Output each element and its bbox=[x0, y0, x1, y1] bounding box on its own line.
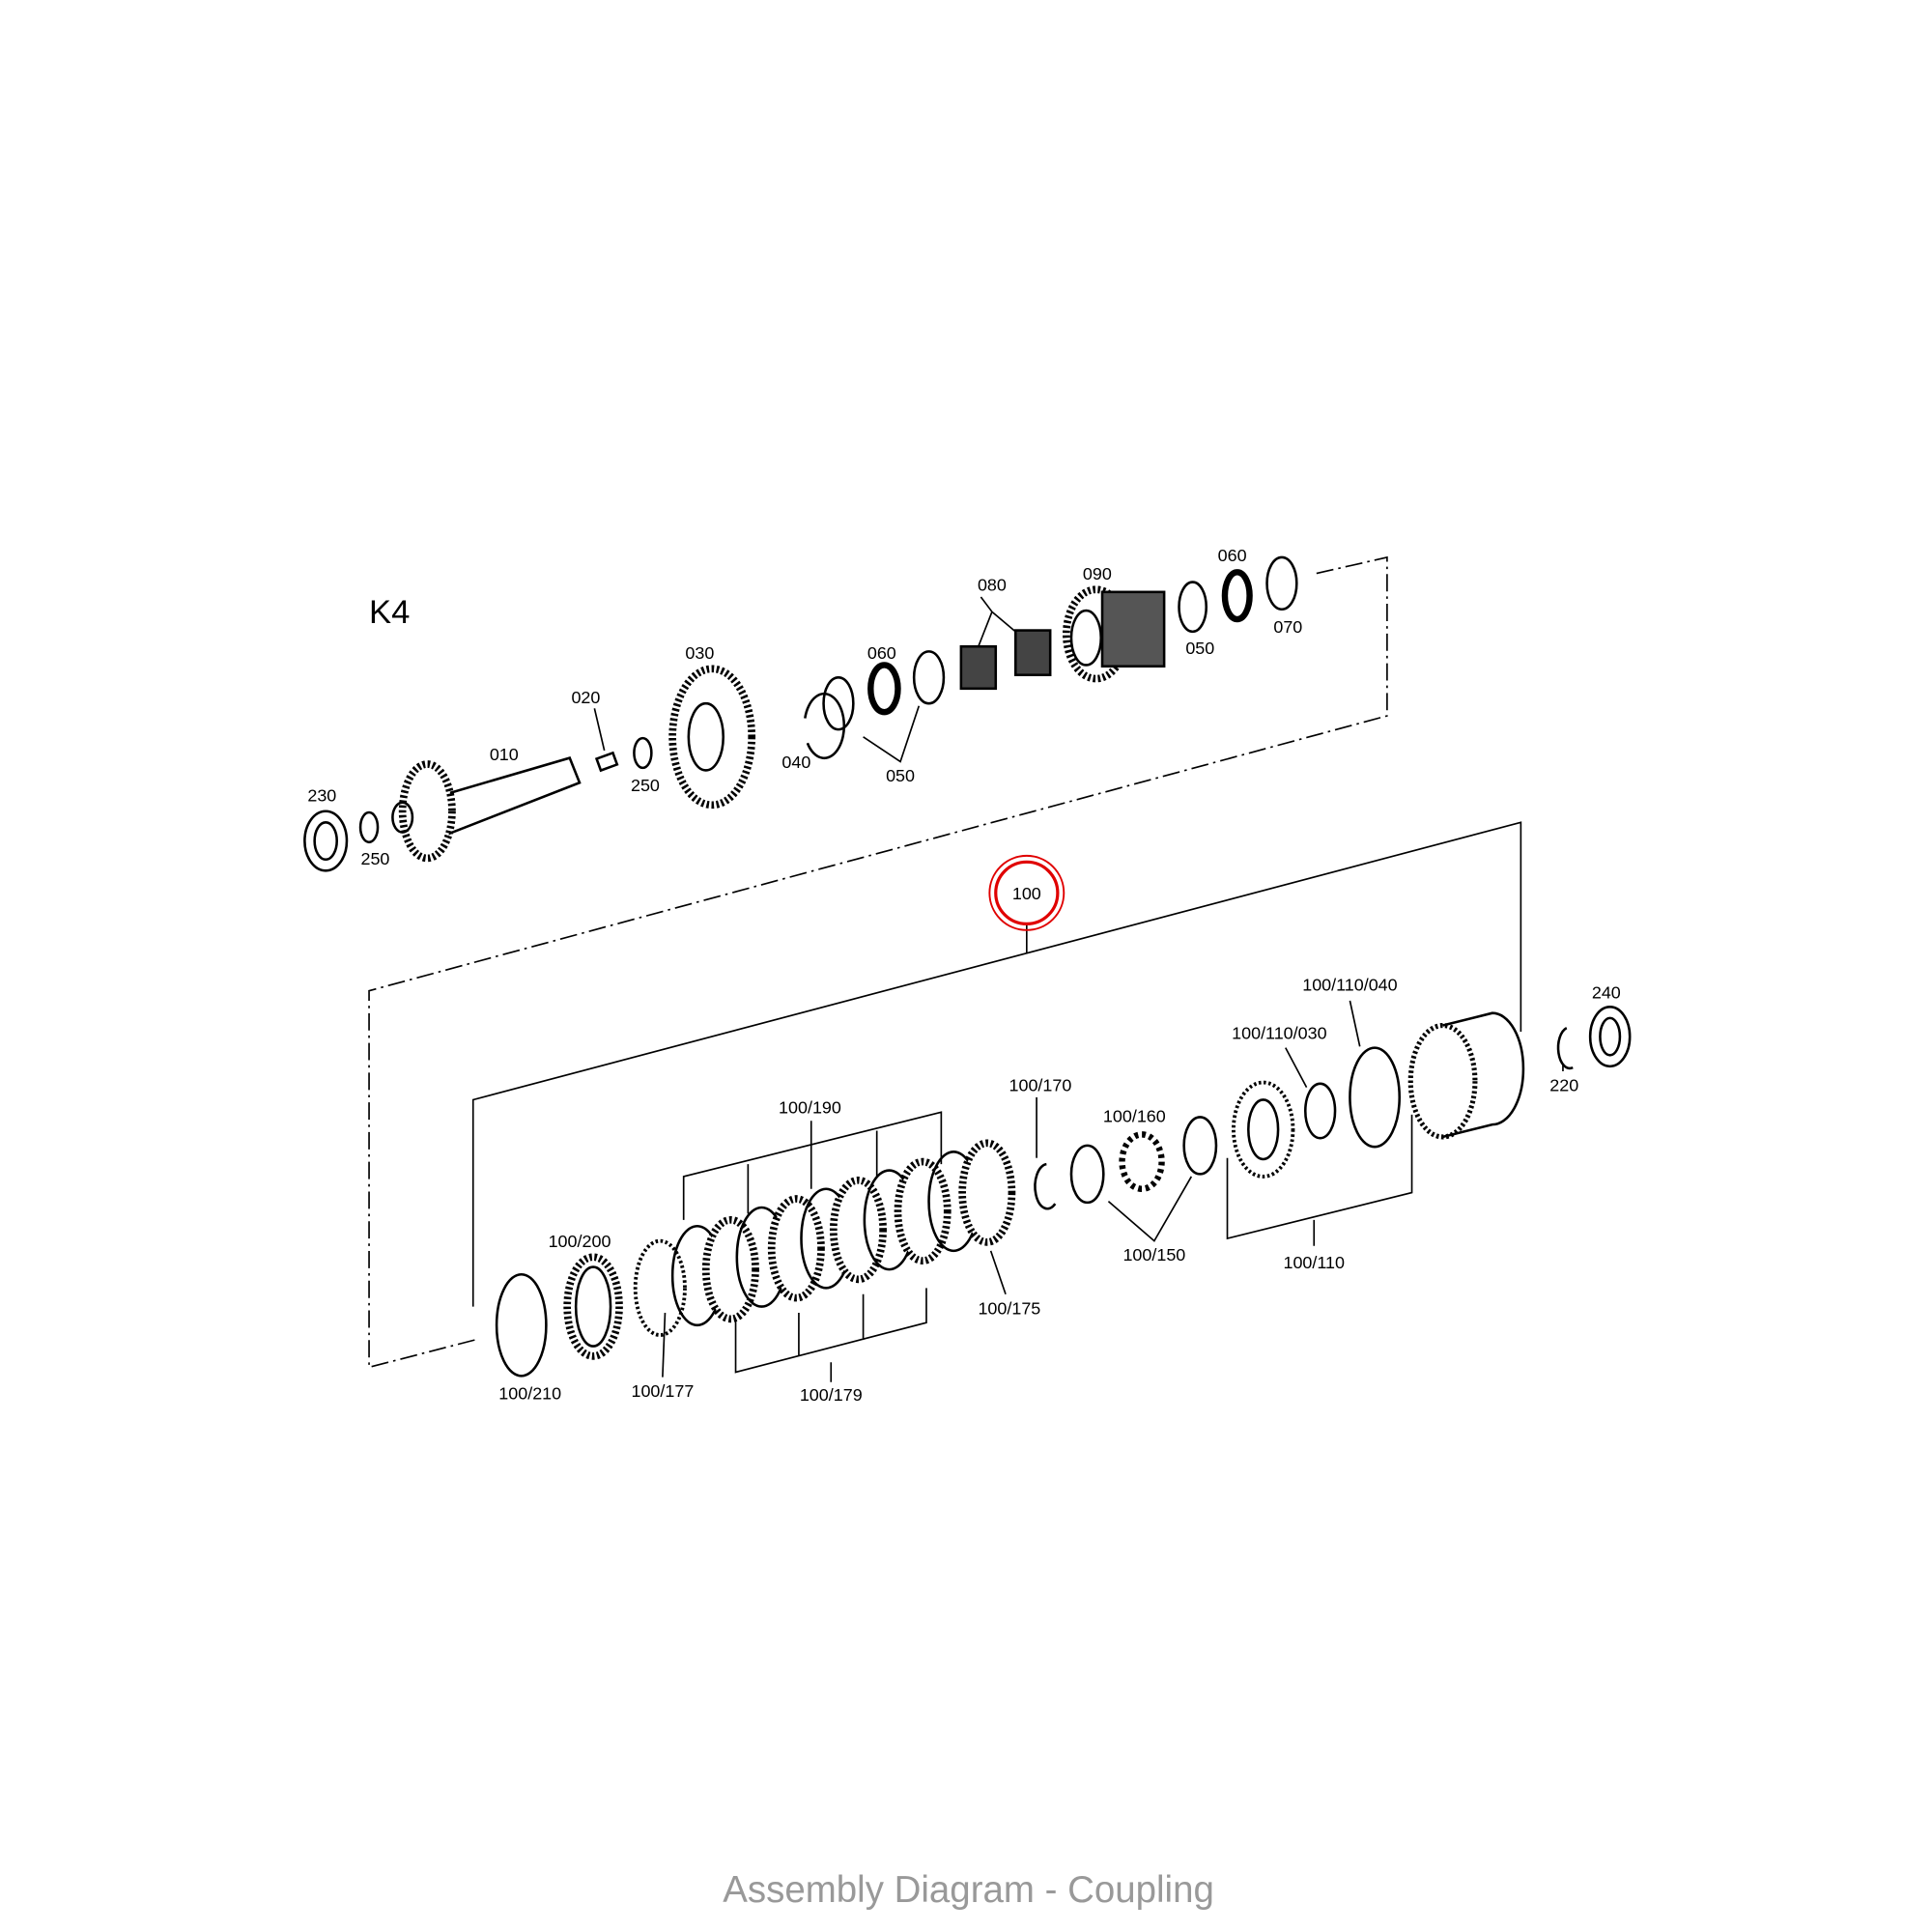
part-label[interactable]: 010 bbox=[490, 745, 519, 764]
highlighted-part-marker[interactable]: 100 bbox=[988, 854, 1065, 931]
shaft-assembly bbox=[303, 555, 1298, 872]
coupling-assembly bbox=[495, 1006, 1632, 1378]
part-label[interactable]: 050 bbox=[886, 766, 915, 785]
part-label[interactable]: 100/175 bbox=[978, 1298, 1040, 1318]
diagram-caption: Assembly Diagram - Coupling bbox=[723, 1869, 1214, 1911]
group-label: K4 bbox=[369, 594, 410, 631]
part-label[interactable]: 250 bbox=[631, 776, 660, 795]
part-label[interactable]: 240 bbox=[1592, 982, 1621, 1002]
part-label[interactable]: 070 bbox=[1273, 617, 1302, 637]
upper-group-boundary bbox=[368, 555, 1388, 1369]
part-label[interactable]: 050 bbox=[1185, 639, 1214, 658]
part-label[interactable]: 100/177 bbox=[631, 1381, 694, 1401]
subassembly-100-bracket bbox=[471, 821, 1522, 1307]
part-label[interactable]: 040 bbox=[781, 753, 810, 772]
part-label[interactable]: 080 bbox=[978, 576, 1007, 595]
part-label[interactable]: 090 bbox=[1083, 564, 1112, 583]
part-label[interactable]: 100/179 bbox=[800, 1385, 863, 1405]
part-label[interactable]: 100/160 bbox=[1103, 1107, 1166, 1126]
part-label[interactable]: 100/210 bbox=[498, 1384, 561, 1404]
part-label[interactable]: 030 bbox=[685, 643, 714, 663]
part-label[interactable]: 250 bbox=[360, 849, 389, 868]
part-label[interactable]: 100/110 bbox=[1283, 1253, 1345, 1272]
part-label[interactable]: 230 bbox=[307, 785, 336, 805]
part-label[interactable]: 100/110/040 bbox=[1302, 976, 1397, 995]
part-label[interactable]: 060 bbox=[867, 643, 896, 663]
part-label[interactable]: 100/110/030 bbox=[1232, 1024, 1326, 1043]
leader-lines bbox=[593, 596, 1564, 1382]
part-label-100[interactable]: 100 bbox=[1012, 884, 1041, 903]
part-label[interactable]: 220 bbox=[1549, 1075, 1578, 1094]
part-label[interactable]: 100/170 bbox=[1009, 1075, 1072, 1094]
part-label[interactable]: 060 bbox=[1218, 546, 1247, 565]
part-label[interactable]: 020 bbox=[571, 688, 600, 707]
part-label[interactable]: 100/190 bbox=[779, 1098, 841, 1118]
part-label[interactable]: 100/200 bbox=[549, 1232, 611, 1251]
part-label[interactable]: 100/150 bbox=[1122, 1245, 1185, 1264]
